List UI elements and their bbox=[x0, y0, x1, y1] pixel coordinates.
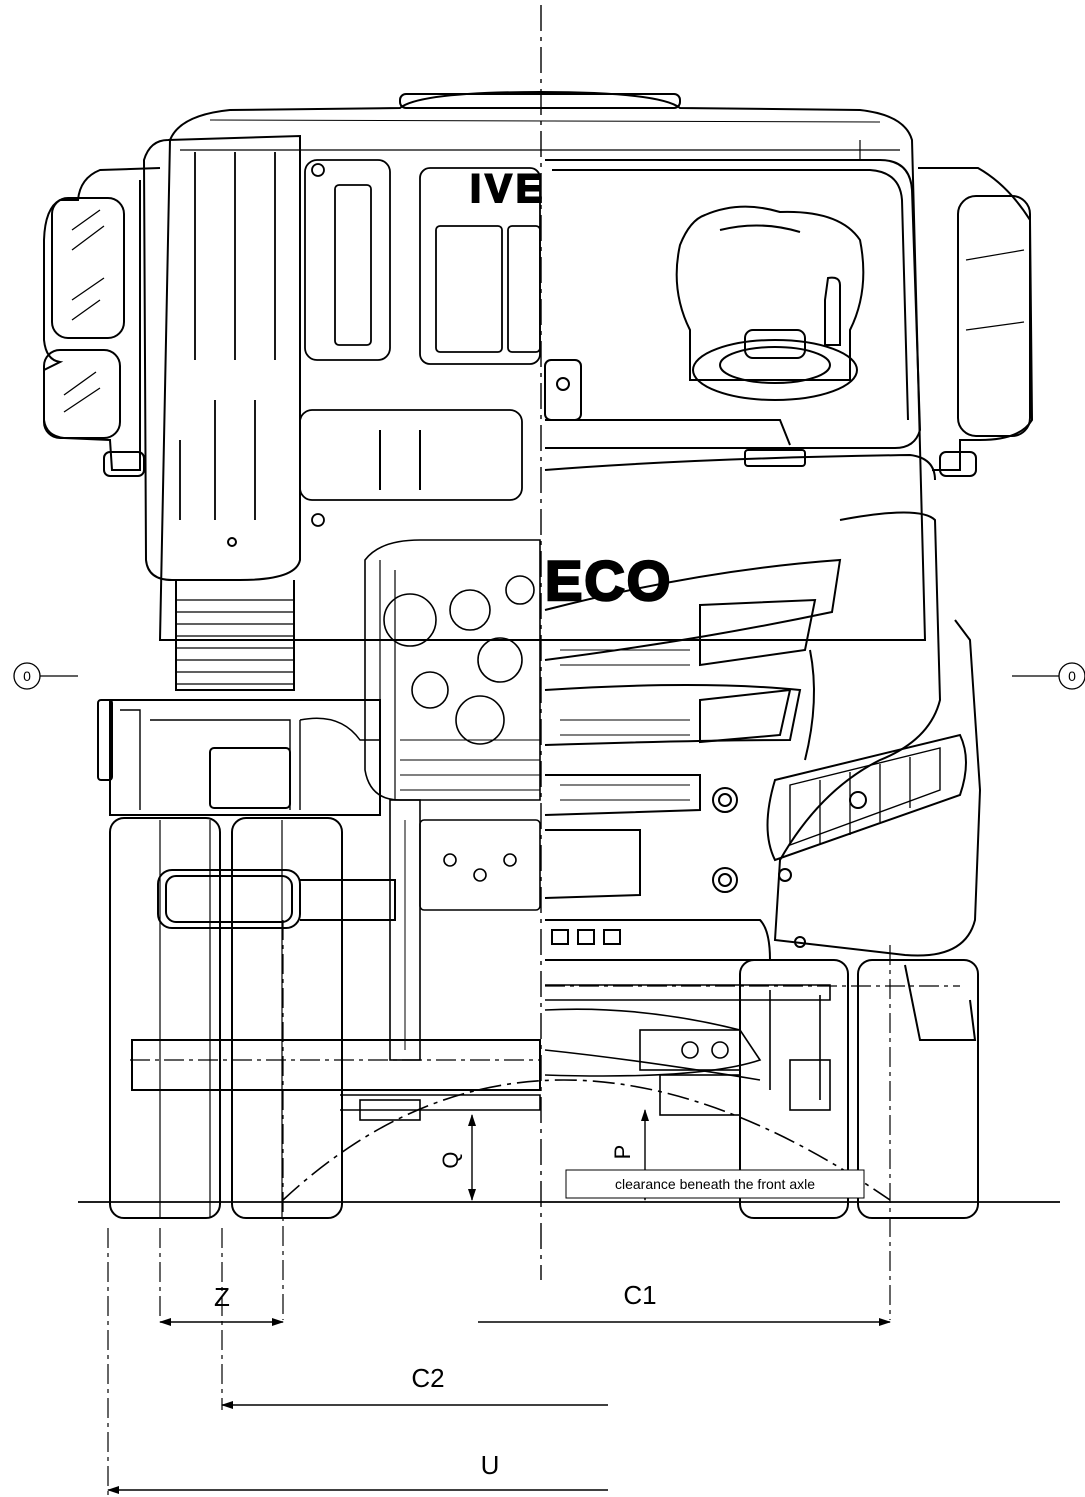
front-axle-suspension bbox=[340, 984, 831, 1121]
clearance-arc bbox=[282, 1079, 891, 1201]
dimension-u-label: U bbox=[481, 1450, 500, 1480]
headlight bbox=[766, 733, 967, 862]
clearance-note-text: clearance beneath the front axle bbox=[615, 1176, 815, 1192]
reference-line-0: 0 0 bbox=[13, 662, 1085, 690]
wheel-centerlines bbox=[107, 920, 960, 1497]
engine-cutaway bbox=[364, 539, 541, 1061]
left-wheels bbox=[109, 817, 343, 1219]
steering-wheel bbox=[692, 329, 858, 401]
windshield bbox=[545, 159, 922, 449]
clearance-note: clearance beneath the front axle bbox=[565, 1169, 865, 1199]
front-grille bbox=[544, 558, 842, 816]
dimension-c1: C1 bbox=[478, 1280, 891, 1326]
grille-lettering: IVE bbox=[470, 167, 546, 211]
grille-badge: ECO bbox=[545, 549, 672, 612]
air-intake-snorkel bbox=[142, 134, 301, 691]
dimension-z: Z bbox=[159, 1282, 284, 1326]
reference-label-left: 0 bbox=[23, 668, 31, 684]
left-mirror bbox=[43, 167, 161, 477]
driver-seat bbox=[675, 205, 865, 381]
right-mirror bbox=[918, 167, 1034, 477]
reference-label-right: 0 bbox=[1068, 668, 1076, 684]
left-chassis-components bbox=[97, 699, 381, 816]
dimension-z-label: Z bbox=[214, 1282, 230, 1312]
dimension-q: Q bbox=[438, 1114, 476, 1201]
dimension-q-label: Q bbox=[438, 1151, 463, 1168]
dashboard bbox=[544, 359, 936, 481]
dimension-c2: C2 bbox=[221, 1363, 608, 1409]
lower-bumper bbox=[545, 919, 772, 961]
right-fender bbox=[544, 511, 982, 957]
left-crossmember bbox=[131, 869, 541, 1091]
dimension-c2-label: C2 bbox=[411, 1363, 444, 1393]
dimension-u: U bbox=[107, 1450, 608, 1494]
dimension-p-label: P bbox=[610, 1145, 635, 1160]
dimension-c1-label: C1 bbox=[623, 1280, 656, 1310]
cab-rear-panels bbox=[299, 159, 541, 527]
